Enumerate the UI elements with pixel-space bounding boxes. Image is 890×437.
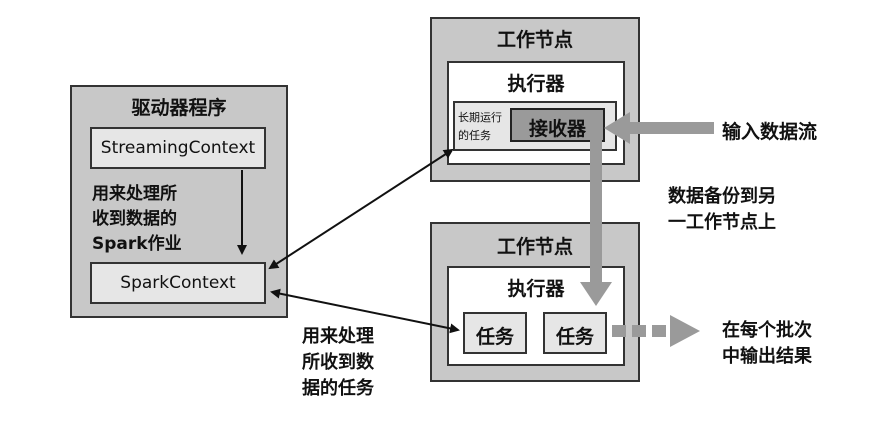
output-label-line-1: 在每个批次 [722,320,812,341]
backup-arrow-shaft [590,136,602,286]
spark-context-box: SparkContext [90,262,266,304]
driver-desc-line-2: 收到数据的 [92,209,177,229]
driver-desc-line-3: Spark作业 [92,234,182,254]
executor-top-title: 执行器 [507,73,565,95]
long-running-task-box: 长期运行 的任务 接收器 [453,101,617,151]
arrow-driver-top-worker [268,148,454,270]
output-arrow-head [670,315,700,347]
process-label-line-2: 所收到数 [302,352,374,373]
long-task-line-1: 长期运行 [458,111,502,124]
receiver-label: 接收器 [528,118,586,140]
input-stream-arrow-shaft [628,122,714,134]
driver-program-title: 驱动器程序 [131,97,227,119]
task-2-label: 任务 [555,326,594,348]
task-1-label: 任务 [475,326,514,348]
backup-label-line-1: 数据备份到另 [668,186,776,207]
executor-bottom-title: 执行器 [507,278,565,300]
streaming-context-box: StreamingContext [90,127,266,169]
streaming-context-label: StreamingContext [100,138,256,158]
task-box-1: 任务 [463,312,527,354]
backup-label-line-2: 一工作节点上 [668,212,776,233]
worker-node-bottom-title: 工作节点 [496,236,573,258]
output-dash-1 [612,325,626,337]
output-label-line-2: 中输出结果 [722,346,812,367]
arrow-driver-bottom-task [270,288,460,334]
worker-node-top: 工作节点 执行器 长期运行 的任务 接收器 [430,17,640,182]
input-stream-label: 输入数据流 [722,121,818,143]
backup-arrow-head [580,282,612,306]
executor-top-box: 执行器 长期运行 的任务 接收器 [447,61,625,165]
input-stream-arrow-head [604,112,630,144]
driver-desc-line-1: 用来处理所 [92,184,177,204]
receiver-box: 接收器 [510,108,605,142]
worker-node-top-title: 工作节点 [496,29,573,51]
driver-program-box: 驱动器程序 StreamingContext 用来处理所 收到数据的 Spark… [70,85,288,318]
spark-context-label: SparkContext [120,273,236,293]
process-label-line-1: 用来处理 [302,326,374,347]
long-task-line-2: 的任务 [458,129,491,142]
output-dash-3 [652,325,666,337]
process-label-line-3: 据的任务 [302,378,374,399]
output-dash-2 [632,325,646,337]
task-box-2: 任务 [543,312,607,354]
